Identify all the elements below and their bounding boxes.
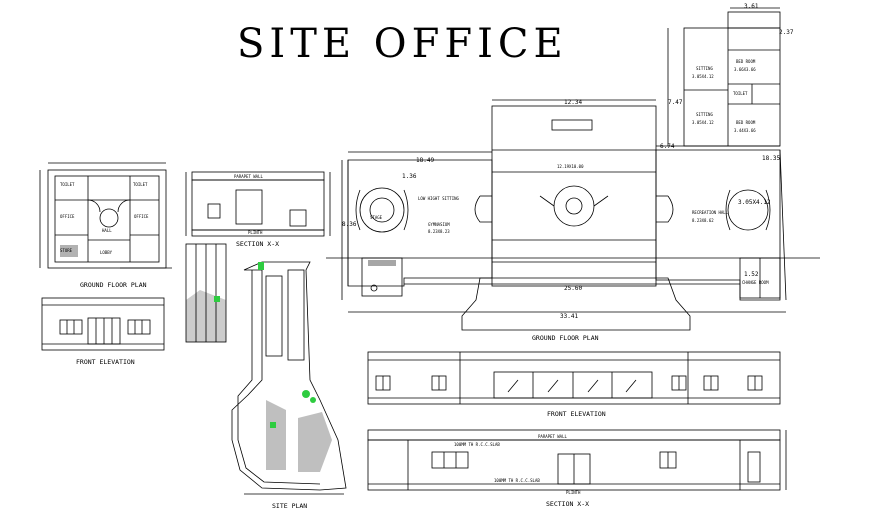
site-plan-caption: SITE PLAN	[272, 502, 307, 510]
svg-text:33.41: 33.41	[560, 313, 578, 320]
svg-text:1.36: 1.36	[402, 173, 417, 180]
svg-text:25.60: 25.60	[564, 285, 582, 292]
small-front-elevation: FRONT ELEVATION	[41, 297, 165, 366]
svg-text:PARAPET WALL: PARAPET WALL	[234, 174, 263, 179]
small-elevation-caption: FRONT ELEVATION	[76, 358, 135, 366]
svg-text:LOBBY: LOBBY	[100, 250, 113, 255]
svg-text:LOW HIGHT SITTING: LOW HIGHT SITTING	[418, 196, 460, 201]
svg-text:2.37: 2.37	[779, 29, 794, 36]
small-section: PARAPET WALL PLINTH SECTION X-X	[185, 171, 331, 248]
svg-text:TOILET: TOILET	[60, 182, 75, 187]
svg-text:BED ROOM: BED ROOM	[736, 59, 756, 64]
svg-text:3.44X3.66: 3.44X3.66	[734, 128, 756, 133]
svg-text:18.49: 18.49	[416, 157, 434, 164]
site-plan: SITE PLAN	[231, 261, 347, 510]
small-ground-floor-plan: TOILET TOILET OFFICE OFFICE HALL STORE L…	[39, 162, 172, 289]
svg-text:6.74: 6.74	[660, 143, 675, 150]
svg-text:CHANGE ROOM: CHANGE ROOM	[742, 280, 769, 285]
small-section-caption: SECTION X-X	[236, 240, 279, 248]
svg-text:3.05X4.12: 3.05X4.12	[738, 199, 771, 206]
svg-text:TOILET: TOILET	[133, 182, 148, 187]
svg-text:8.23X8.62: 8.23X8.62	[692, 218, 714, 223]
svg-text:STAGE: STAGE	[370, 215, 383, 220]
svg-text:PLINTH: PLINTH	[248, 230, 263, 235]
small-plan-caption: GROUND FLOOR PLAN	[80, 281, 147, 289]
main-ground-floor-plan: BED ROOM 3.66X3.66 SITTING 3.05X4.12 TOI…	[326, 3, 820, 342]
svg-text:3.05X4.12: 3.05X4.12	[692, 74, 714, 79]
svg-text:SITTING: SITTING	[696, 112, 713, 117]
main-section: PARAPET WALL 100MM TH R.C.C.SLAB 100MM T…	[367, 429, 787, 508]
svg-text:PLINTH: PLINTH	[566, 490, 581, 495]
svg-text:3.61: 3.61	[744, 3, 759, 10]
svg-text:18.35: 18.35	[762, 155, 780, 162]
svg-text:OFFICE: OFFICE	[60, 214, 75, 219]
svg-text:100MM TH R.C.C.SLAB: 100MM TH R.C.C.SLAB	[494, 478, 540, 483]
svg-text:1.52: 1.52	[744, 271, 759, 278]
svg-text:GYMNASIUM: GYMNASIUM	[428, 222, 450, 227]
svg-text:100MM TH R.C.C.SLAB: 100MM TH R.C.C.SLAB	[454, 442, 500, 447]
sheet-title: SITE OFFICE	[237, 21, 568, 67]
svg-text:RECREATION HALL: RECREATION HALL	[692, 210, 729, 215]
front-elevation-caption: FRONT ELEVATION	[547, 410, 606, 418]
svg-text:HALL: HALL	[102, 228, 112, 233]
svg-text:3.66X3.66: 3.66X3.66	[734, 67, 756, 72]
svg-text:OFFICE: OFFICE	[134, 214, 149, 219]
stair-block	[185, 243, 227, 343]
main-plan-caption: GROUND FLOOR PLAN	[532, 334, 599, 342]
svg-text:3.05X4.12: 3.05X4.12	[692, 120, 714, 125]
section-caption: SECTION X-X	[546, 500, 589, 508]
svg-text:TOILET: TOILET	[733, 91, 748, 96]
svg-text:BED ROOM: BED ROOM	[736, 120, 756, 125]
svg-text:12.34: 12.34	[564, 99, 582, 106]
svg-text:SITTING: SITTING	[696, 66, 713, 71]
svg-text:12.19X10.00: 12.19X10.00	[557, 164, 584, 169]
svg-text:8.36: 8.36	[342, 221, 357, 228]
main-front-elevation: FRONT ELEVATION	[367, 351, 781, 418]
svg-text:8.23X8.23: 8.23X8.23	[428, 229, 450, 234]
svg-text:PARAPET WALL: PARAPET WALL	[538, 434, 567, 439]
svg-text:STORE: STORE	[60, 248, 73, 253]
svg-text:7.47: 7.47	[668, 99, 683, 106]
